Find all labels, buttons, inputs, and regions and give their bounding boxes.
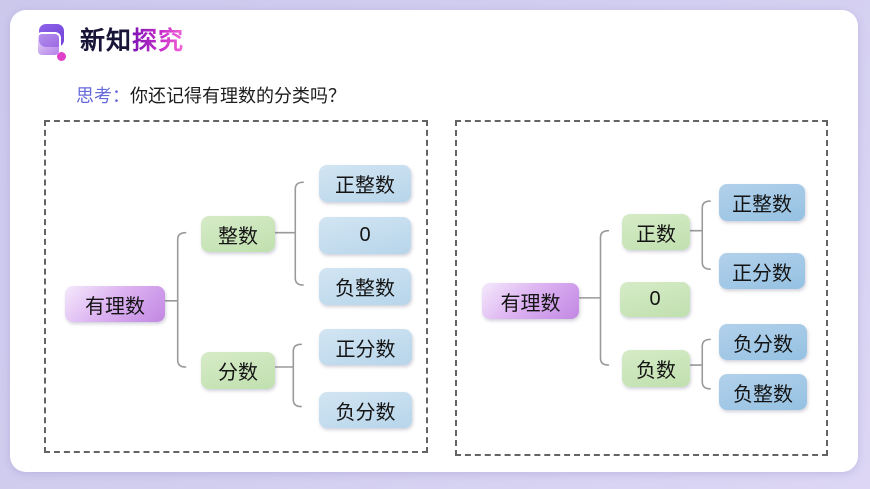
- question-text: 你还记得有理数的分类吗？: [130, 86, 346, 106]
- panel-by-sign: 有理数 正数 0 负数 正整数 正分数 负分数 负整数: [455, 120, 828, 456]
- brace-integers: [273, 181, 304, 286]
- node-positive-integers: 正整数: [719, 184, 805, 221]
- node-zero: 0: [620, 282, 690, 317]
- question-prefix: 思考：: [76, 86, 130, 106]
- node-positive-numbers: 正数: [622, 214, 690, 250]
- node-negative-fractions: 负分数: [719, 324, 807, 360]
- connector-lines: [577, 200, 711, 390]
- brace-negatives: [687, 338, 711, 390]
- question-line: 思考：你还记得有理数的分类吗？: [76, 82, 346, 108]
- node-fractions: 分数: [201, 352, 275, 389]
- pink-dot: [57, 52, 66, 61]
- slide-card: 新知探究 思考：你还记得有理数的分类吗？ 有理数 整数 分数 正整数 0 负整数…: [10, 10, 858, 472]
- panel-by-definition: 有理数 整数 分数 正整数 0 负整数 正分数 负分数: [44, 120, 428, 453]
- node-negative-integers: 负整数: [719, 374, 807, 410]
- node-negative-integers: 负整数: [319, 268, 411, 305]
- front-square: [36, 32, 61, 57]
- node-rational-numbers: 有理数: [65, 286, 165, 322]
- node-rational-numbers: 有理数: [482, 283, 579, 319]
- node-zero: 0: [319, 217, 411, 254]
- node-positive-integers: 正整数: [319, 165, 411, 202]
- overlapping-squares-icon: [36, 23, 72, 61]
- node-positive-fractions: 正分数: [719, 253, 805, 289]
- brace-positives: [687, 200, 711, 271]
- title-part-pink: 探究: [132, 27, 185, 55]
- node-negative-fractions: 负分数: [319, 392, 412, 428]
- brace-root-right: [577, 229, 610, 366]
- node-negative-numbers: 负数: [622, 350, 690, 387]
- header: 新知探究: [36, 23, 184, 61]
- page-title: 新知探究: [80, 23, 184, 59]
- title-part-dark: 新知: [80, 27, 133, 55]
- brace-root-left: [164, 231, 187, 368]
- node-integers: 整数: [201, 216, 275, 252]
- brace-fractions: [272, 343, 302, 408]
- connector-lines: [164, 181, 304, 408]
- node-positive-fractions: 正分数: [319, 329, 412, 365]
